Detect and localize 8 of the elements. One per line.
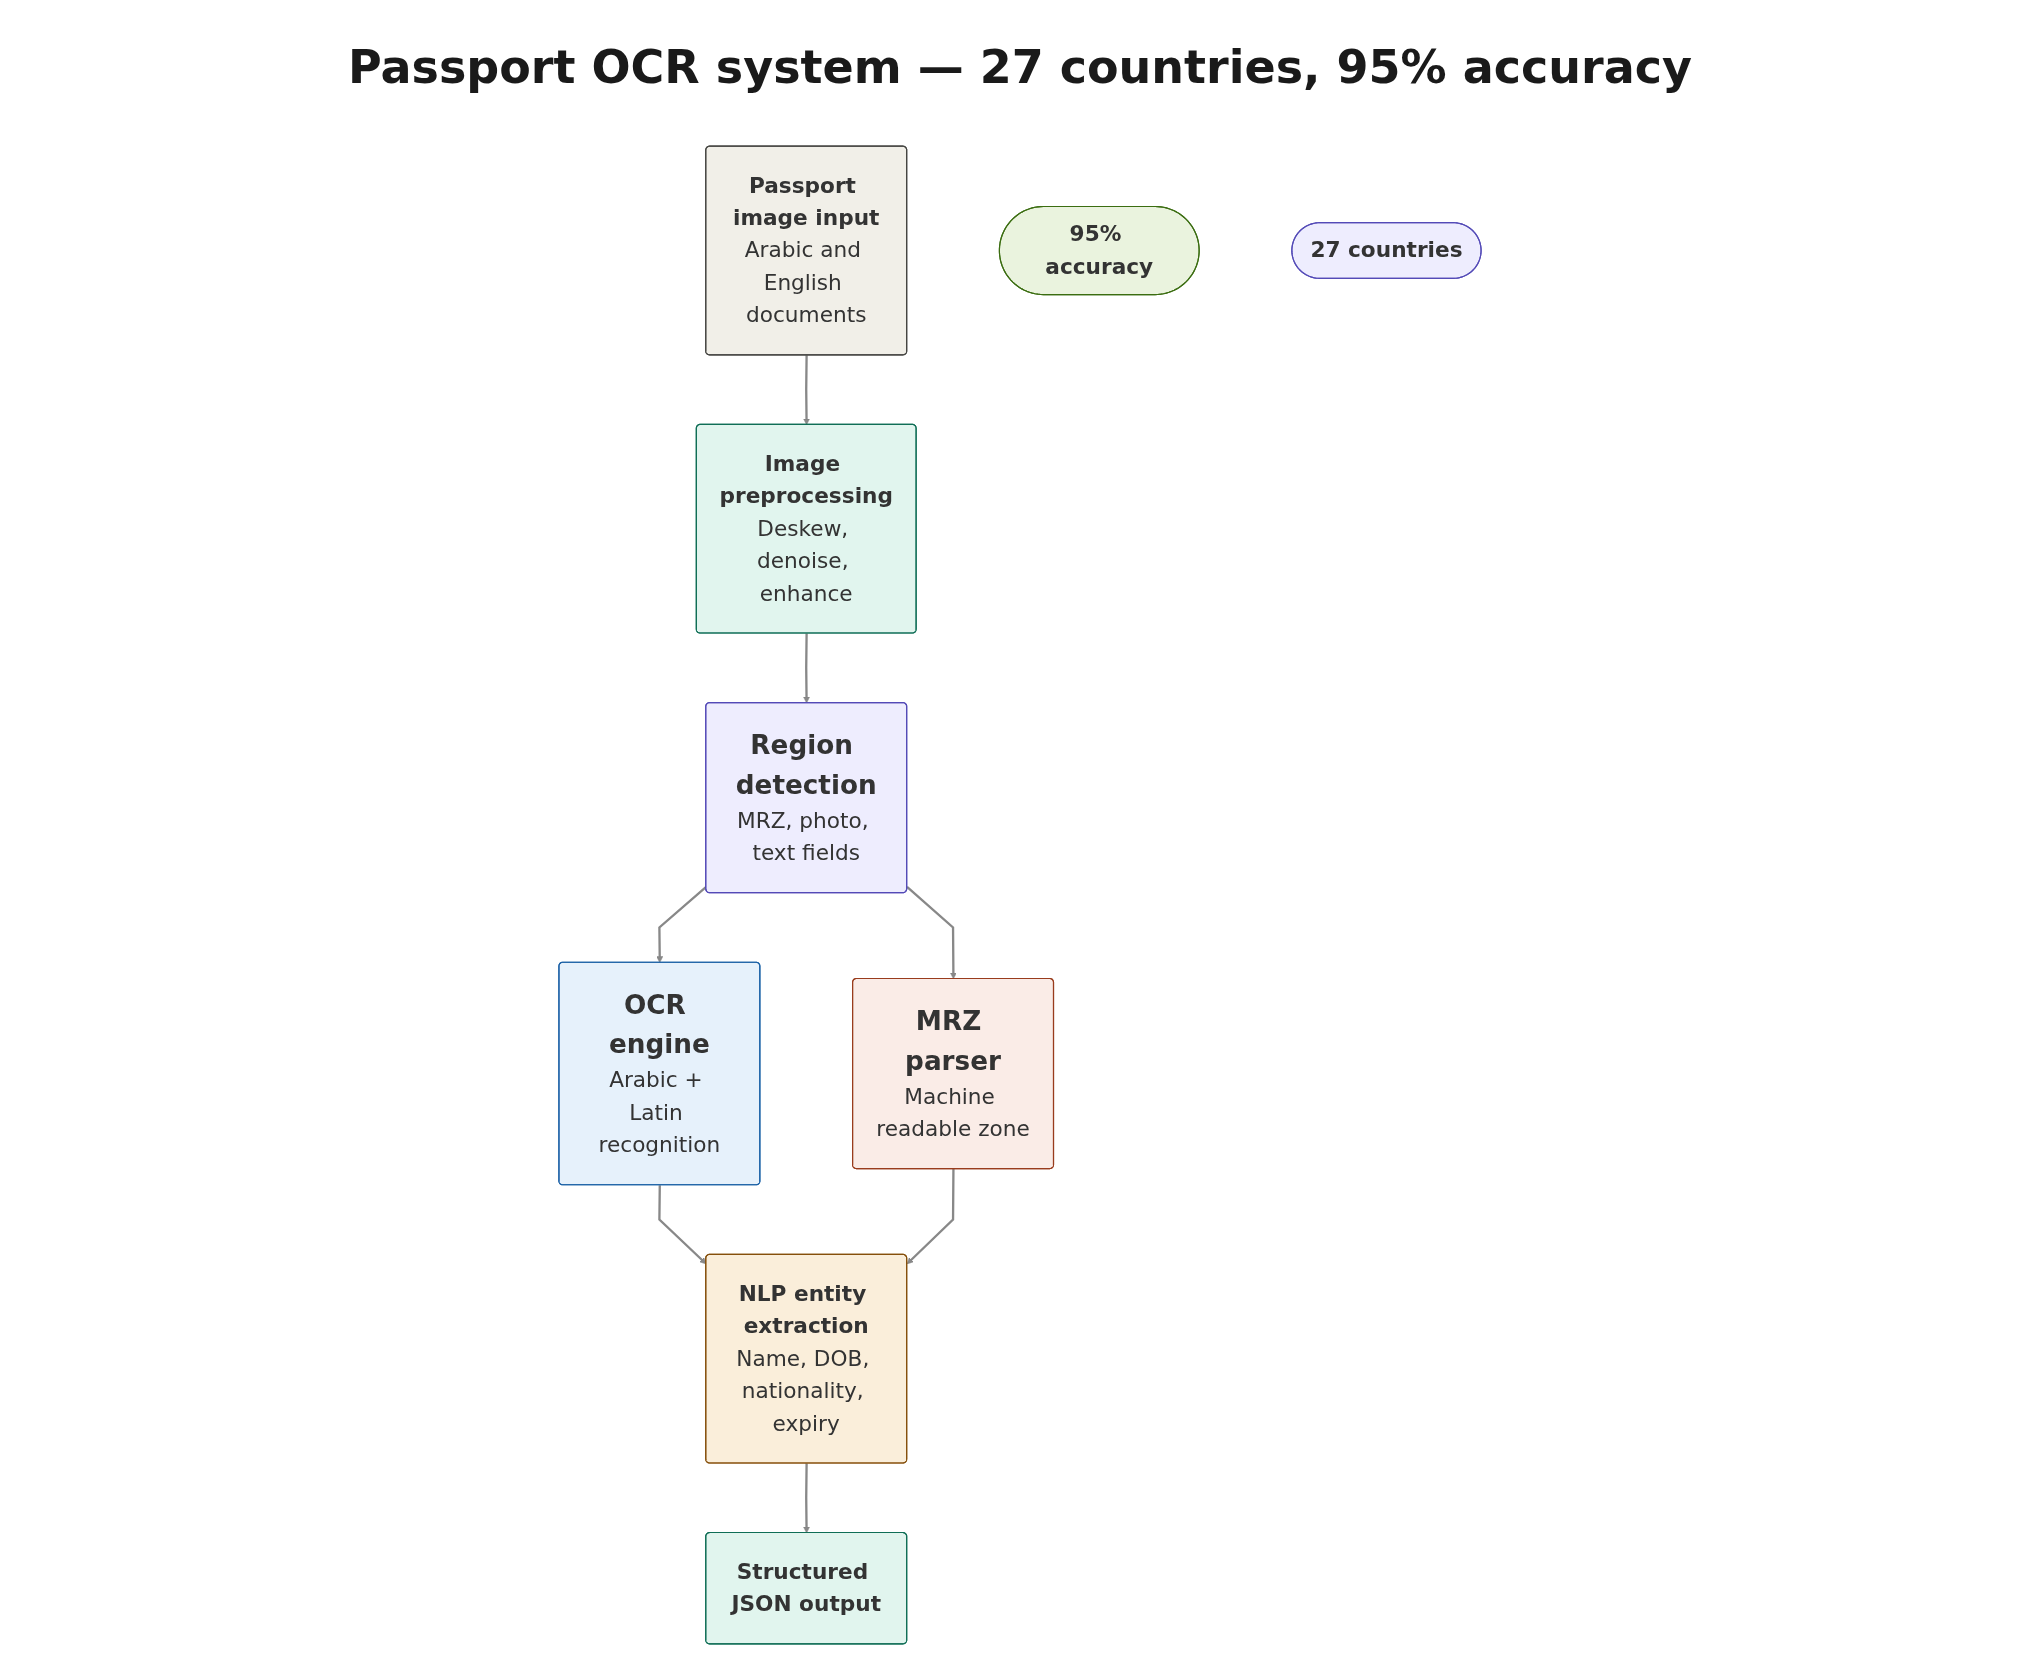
- arrow: [803, 1463, 810, 1534]
- arrow: [906, 885, 957, 980]
- arrow: [658, 1185, 707, 1265]
- arrow: [803, 355, 810, 426]
- arrow: [803, 633, 810, 704]
- diagram-title: Passport OCR system — 27 countries, 95% accuracy: [347, 40, 1693, 94]
- arrow: [906, 1168, 955, 1265]
- arrow: [656, 885, 707, 963]
